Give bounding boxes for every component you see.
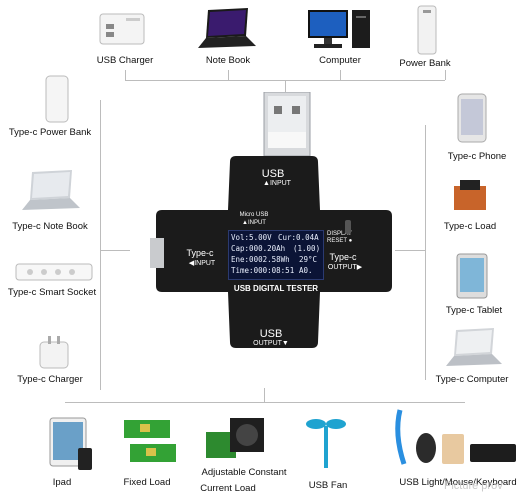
typec-computer-label: Type-c Computer: [435, 374, 509, 385]
power-bank-label: Power Bank: [399, 58, 451, 69]
screen-row1-right: Cur:0.04A: [278, 233, 319, 242]
lcd-screen: [228, 230, 324, 280]
watermark: Picture prov: [444, 480, 503, 492]
usb-charger-label: USB Charger: [96, 55, 154, 66]
ipad-label: Ipad: [52, 477, 72, 488]
top-connector-tick: [340, 70, 341, 80]
usb-fan-image: [306, 419, 346, 468]
top-connector-stem: [285, 80, 286, 94]
typec-phone-image: [457, 93, 487, 143]
top-connector-tick: [445, 70, 446, 80]
computer-label: Computer: [319, 55, 361, 66]
typec-tablet-label: Type-c Tablet: [445, 305, 503, 316]
left-connector-stem: [100, 250, 130, 251]
typec-load-label: Type-c Load: [443, 221, 497, 232]
typec-notebook-image: [22, 170, 80, 210]
screen-row3-left: Ene:0002.58Wh: [231, 255, 290, 264]
micro-usb-label: Micro USB: [239, 212, 269, 218]
typec-output-sub: OUTPUT▶: [327, 264, 363, 271]
typec-load-image: [454, 180, 486, 210]
typec-charger-image: [39, 336, 69, 369]
screen-row4-left: Time:000:08:51: [231, 266, 295, 275]
typec-power-bank-label: Type-c Power Bank: [8, 127, 92, 138]
usb-output-label: USB: [259, 328, 283, 340]
typec-phone-label: Type-c Phone: [447, 151, 507, 162]
usb-charger-image: [99, 13, 145, 45]
power-bank-image: [417, 5, 437, 55]
usb-light-mouse-keyboard-image: [395, 409, 516, 465]
bottom-connector-line: [65, 402, 465, 403]
usb-fan-label: USB Fan: [308, 480, 348, 491]
typec-input-label: Type-c: [186, 248, 214, 258]
adjustable-load-label-line1: Adjustable Constant: [201, 467, 287, 478]
screen-row4-right: A0.: [299, 266, 313, 275]
usb-input-sub: ▲INPUT: [263, 180, 291, 187]
typec-smart-socket-image: [15, 263, 93, 281]
fixed-load-image: [124, 420, 176, 462]
adjustable-load-image: [206, 418, 264, 458]
fixed-load-label: Fixed Load: [123, 477, 171, 488]
computer-image: [308, 10, 370, 48]
notebook-label: Note Book: [205, 55, 251, 66]
ipad-image: [49, 417, 92, 470]
usb-light-label: USB Light/Mouse/Keyboard: [399, 477, 517, 488]
typec-notebook-label: Type-c Note Book: [12, 221, 88, 232]
micro-usb-sub: ▲INPUT: [242, 220, 266, 226]
tester-title: USB DIGITAL TESTER: [233, 284, 319, 293]
adjustable-load-label-line2: Current Load: [200, 483, 256, 494]
typec-output-label: Type-c: [329, 252, 357, 262]
usb-output-sub: OUTPUT▼: [253, 340, 289, 347]
screen-row2-right: (1.00): [293, 244, 321, 253]
top-connector-tick: [125, 70, 126, 80]
display-reset-button[interactable]: [345, 220, 351, 234]
typec-charger-label: Type-c Charger: [17, 374, 83, 385]
typec-computer-image: [446, 328, 502, 366]
screen-row2-left: Cap:000.20Ah: [231, 244, 286, 253]
bottom-connector-stem: [264, 388, 265, 402]
typec-power-bank-image: [45, 75, 69, 123]
typec-tablet-image: [456, 253, 488, 299]
typec-smart-socket-label: Type-c Smart Socket: [7, 287, 97, 298]
usb-input-label: USB: [261, 168, 285, 180]
top-connector-tick: [228, 70, 229, 80]
screen-row3-right: 29°C: [299, 255, 318, 264]
typec-input-sub: ◀INPUT: [188, 260, 216, 267]
screen-row1-left: Vol:5.00V: [231, 233, 272, 242]
display-reset-label: DISPLAY RESET ●: [327, 231, 353, 245]
left-connector-line: [100, 100, 101, 390]
right-connector-line: [425, 125, 426, 380]
usb-a-plug: [263, 92, 311, 156]
notebook-image: [198, 8, 256, 48]
right-connector-stem: [395, 250, 425, 251]
